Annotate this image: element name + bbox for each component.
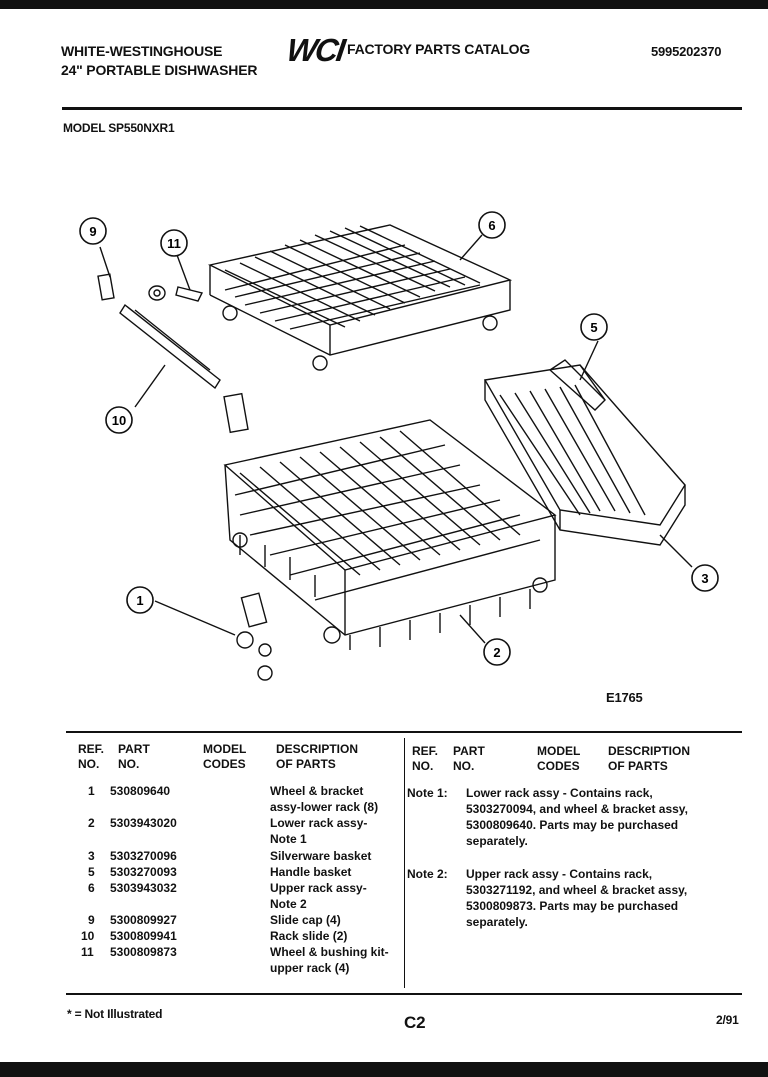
part-number: 5300809941 — [110, 929, 177, 943]
note-label: Note 1: — [407, 786, 448, 800]
svg-text:9: 9 — [89, 224, 96, 239]
table-top-divider — [66, 731, 742, 733]
figure-id: E1765 — [606, 690, 643, 705]
note-label: Note 2: — [407, 867, 448, 881]
ref-number: 5 — [88, 865, 95, 879]
callout-10: 10 — [105, 406, 133, 434]
svg-text:6: 6 — [488, 218, 495, 233]
part-description: Handle basket — [270, 865, 352, 879]
part-number: 5303270096 — [110, 849, 177, 863]
top-border — [0, 0, 768, 9]
table-bottom-divider — [66, 993, 742, 995]
wci-logo: WCI — [284, 32, 346, 68]
ref-number: 11 — [81, 945, 94, 959]
brand-name: WHITE-WESTINGHOUSE — [61, 43, 223, 59]
rack-slide — [119, 303, 221, 390]
svg-text:10: 10 — [112, 413, 126, 428]
part-number: 5300809873 — [110, 945, 177, 959]
catalog-title: FACTORY PARTS CATALOG — [347, 41, 530, 57]
note-text: Upper rack assy - Contains rack, 5303271… — [466, 867, 688, 929]
lower-rack — [223, 419, 557, 650]
diagram-callouts: 9 11 6 5 10 3 1 2 — [79, 211, 719, 666]
svg-text:5: 5 — [590, 320, 597, 335]
note-text: Lower rack assy - Contains rack, 5303270… — [466, 786, 688, 848]
part-description: Rack slide (2) — [270, 929, 348, 943]
header-ref-no-right: REF.NO. — [412, 744, 439, 773]
svg-text:2: 2 — [493, 645, 500, 660]
catalog-number: 5995202370 — [651, 44, 722, 59]
callout-1: 1 — [126, 586, 154, 614]
exploded-parts-diagram: 9 11 6 5 10 3 1 2 — [79, 211, 719, 681]
part-number: 530809640 — [110, 784, 171, 798]
revision-date: 2/91 — [716, 1013, 739, 1027]
bottom-border — [0, 1062, 768, 1077]
upper-rack — [207, 224, 513, 371]
page-number: C2 — [404, 1013, 426, 1032]
callout-6: 6 — [478, 211, 506, 239]
ref-number: 6 — [88, 881, 95, 895]
svg-text:1: 1 — [136, 593, 143, 608]
callout-2: 2 — [483, 638, 511, 666]
part-number: 5303943020 — [110, 816, 177, 830]
callout-9: 9 — [79, 217, 107, 245]
part-description: Slide cap (4) — [270, 913, 341, 927]
not-illustrated-legend: * = Not Illustrated — [67, 1007, 163, 1021]
callout-11: 11 — [160, 229, 188, 257]
part-number: 5303943032 — [110, 881, 177, 895]
silverware-basket — [483, 359, 686, 546]
ref-number: 3 — [88, 849, 95, 863]
product-type: 24" PORTABLE DISHWASHER — [61, 62, 258, 78]
ref-number: 1 — [88, 784, 95, 798]
header-divider — [62, 107, 742, 110]
part-description: Wheel & bushing kit-upper rack (4) — [270, 945, 389, 975]
svg-text:11: 11 — [167, 236, 181, 251]
table-column-divider — [404, 738, 405, 988]
wheel-bushing-kit — [148, 285, 204, 302]
ref-number: 2 — [88, 816, 95, 830]
callout-3: 3 — [691, 564, 719, 592]
part-description: Lower rack assy-Note 1 — [270, 816, 368, 846]
callout-5: 5 — [580, 313, 608, 341]
part-description: Upper rack assy-Note 2 — [270, 881, 367, 911]
slide-cap — [97, 273, 249, 434]
header-ref-no: REF.NO. — [78, 742, 105, 771]
ref-number: 10 — [81, 929, 95, 943]
svg-text:3: 3 — [701, 571, 708, 586]
model-number: MODEL SP550NXR1 — [63, 121, 175, 135]
wheel-bracket — [236, 592, 273, 681]
part-description: Silverware basket — [270, 849, 372, 863]
part-number: 5300809927 — [110, 913, 177, 927]
ref-number: 9 — [88, 913, 95, 927]
part-number: 5303270093 — [110, 865, 177, 879]
